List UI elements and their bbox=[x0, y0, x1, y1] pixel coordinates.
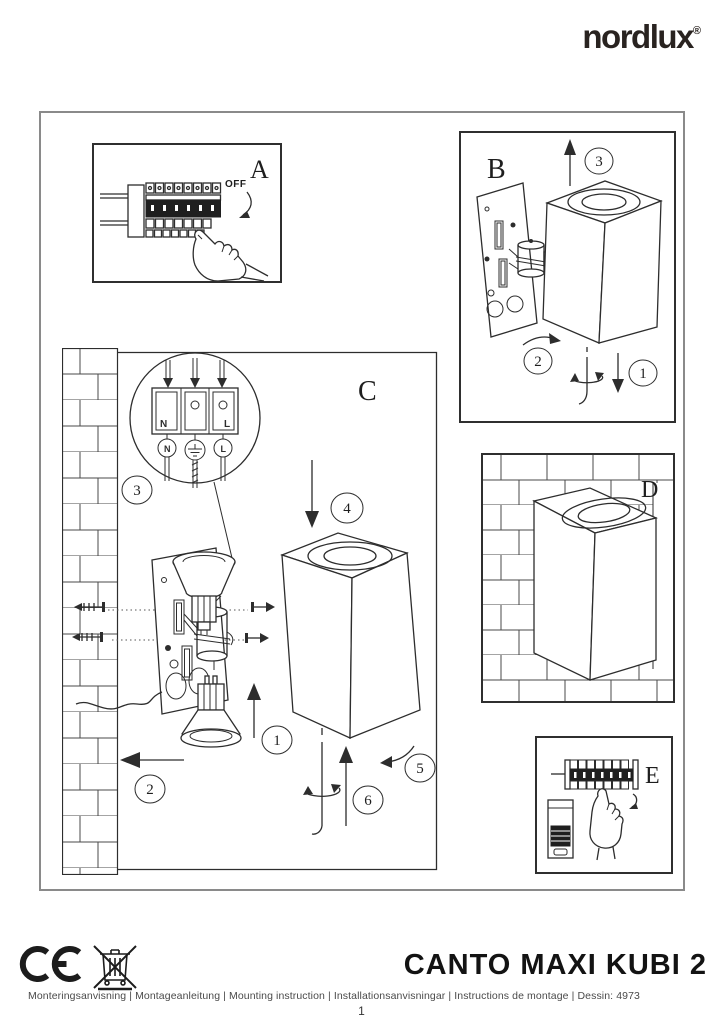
ce-mark-icon bbox=[19, 946, 82, 982]
power-on-illustration: E bbox=[547, 759, 660, 861]
svg-text:1: 1 bbox=[273, 733, 281, 749]
brand-logo-text: nordlux bbox=[582, 18, 694, 55]
brand-logo: nordlux® bbox=[582, 18, 701, 56]
svg-text:2: 2 bbox=[146, 782, 154, 798]
svg-text:4: 4 bbox=[343, 501, 351, 517]
arrow-down bbox=[305, 460, 319, 528]
wall-screws bbox=[72, 602, 105, 642]
gu10-bulb-top bbox=[172, 551, 236, 635]
step-1-badge: 1 bbox=[628, 359, 658, 387]
mounted-fixture-illustration: D bbox=[483, 455, 673, 701]
hand-switching-power-on bbox=[589, 788, 624, 861]
terminal-wires-top bbox=[163, 358, 227, 388]
gu10-bulb-bottom bbox=[180, 675, 242, 748]
arrow-rotate bbox=[522, 333, 561, 346]
terminal-wires-bottom bbox=[164, 457, 226, 488]
step-2-badge: 2 bbox=[523, 347, 553, 375]
svg-text:3: 3 bbox=[595, 154, 603, 170]
screw-icon bbox=[303, 728, 341, 835]
breaker-strip bbox=[551, 759, 639, 790]
switch-module bbox=[547, 799, 574, 859]
step-6-badge: 6 bbox=[352, 785, 384, 815]
fixture-body bbox=[532, 487, 658, 682]
terminal-symbols: N L bbox=[157, 434, 233, 461]
live-symbol: L bbox=[221, 444, 227, 454]
neutral-symbol: N bbox=[164, 444, 171, 454]
terminal-n-label: N bbox=[160, 419, 167, 430]
hand-switching-power-off bbox=[192, 229, 269, 281]
panel-c-border bbox=[117, 351, 438, 871]
supply-wire bbox=[75, 691, 163, 710]
brick-wall bbox=[62, 348, 119, 875]
terminal-detail-circle: N L N L bbox=[129, 352, 261, 488]
panel-b-fixture-mounting: 3 2 1 bbox=[459, 131, 676, 423]
wiring-installation-illustration: N L N L bbox=[62, 348, 438, 875]
step-5-badge: 5 bbox=[404, 753, 436, 783]
arrow-rotate-5 bbox=[380, 745, 415, 768]
curved-arrow-off bbox=[239, 191, 252, 218]
fixture-mounting-illustration: 3 2 1 bbox=[476, 139, 663, 405]
panel-c-wiring-installation: N L N L bbox=[62, 348, 438, 875]
arrow-up bbox=[564, 139, 576, 186]
step-3-badge: 3 bbox=[584, 147, 614, 175]
panel-a-label: A bbox=[250, 155, 269, 184]
arrow-down bbox=[612, 353, 624, 393]
terminal-l-label: L bbox=[224, 419, 230, 430]
fixture-body bbox=[280, 532, 421, 740]
arrow-up-1 bbox=[247, 683, 261, 738]
weee-crossed-bin-icon bbox=[93, 945, 137, 991]
screw-icon bbox=[570, 347, 604, 405]
svg-text:3: 3 bbox=[133, 483, 141, 499]
panel-d-label: D bbox=[641, 477, 658, 503]
detail-leader-line bbox=[213, 481, 233, 559]
arrow-rotate bbox=[629, 793, 638, 809]
mounting-plate bbox=[476, 182, 538, 338]
panel-c-label: C bbox=[358, 376, 377, 407]
panel-a-power-off: OFF A bbox=[92, 143, 282, 283]
earth-ground-icon bbox=[188, 444, 202, 457]
flying-screws bbox=[245, 602, 275, 643]
step-1-badge: 1 bbox=[261, 725, 293, 755]
terminal-block: N L bbox=[151, 387, 239, 435]
svg-text:6: 6 bbox=[364, 793, 372, 809]
arrow-up-6 bbox=[339, 746, 353, 826]
panel-d-mounted-result: D bbox=[481, 453, 675, 703]
power-off-illustration: OFF A bbox=[100, 155, 269, 281]
off-label: OFF bbox=[225, 179, 247, 190]
compliance-marks bbox=[18, 944, 138, 992]
step-3-badge: 3 bbox=[121, 475, 153, 505]
svg-text:5: 5 bbox=[416, 761, 424, 777]
fixture-body bbox=[542, 180, 663, 344]
languages-line: Monteringsanvisning | Montageanleitung |… bbox=[28, 990, 640, 1002]
panel-e-label: E bbox=[645, 763, 660, 789]
registered-trademark-icon: ® bbox=[692, 25, 701, 37]
panel-e-power-on: E bbox=[535, 736, 673, 874]
svg-text:1: 1 bbox=[639, 366, 647, 382]
panel-b-label: B bbox=[487, 154, 506, 185]
arrow-left bbox=[120, 752, 184, 768]
product-title: CANTO MAXI KUBI 2 bbox=[403, 949, 707, 981]
diagram-frame: OFF A bbox=[39, 111, 685, 891]
page-number: 1 bbox=[358, 1004, 365, 1018]
step-2-badge: 2 bbox=[134, 774, 166, 804]
step-4-badge: 4 bbox=[330, 492, 364, 524]
breaker-strip bbox=[100, 182, 222, 238]
svg-text:2: 2 bbox=[534, 354, 542, 370]
